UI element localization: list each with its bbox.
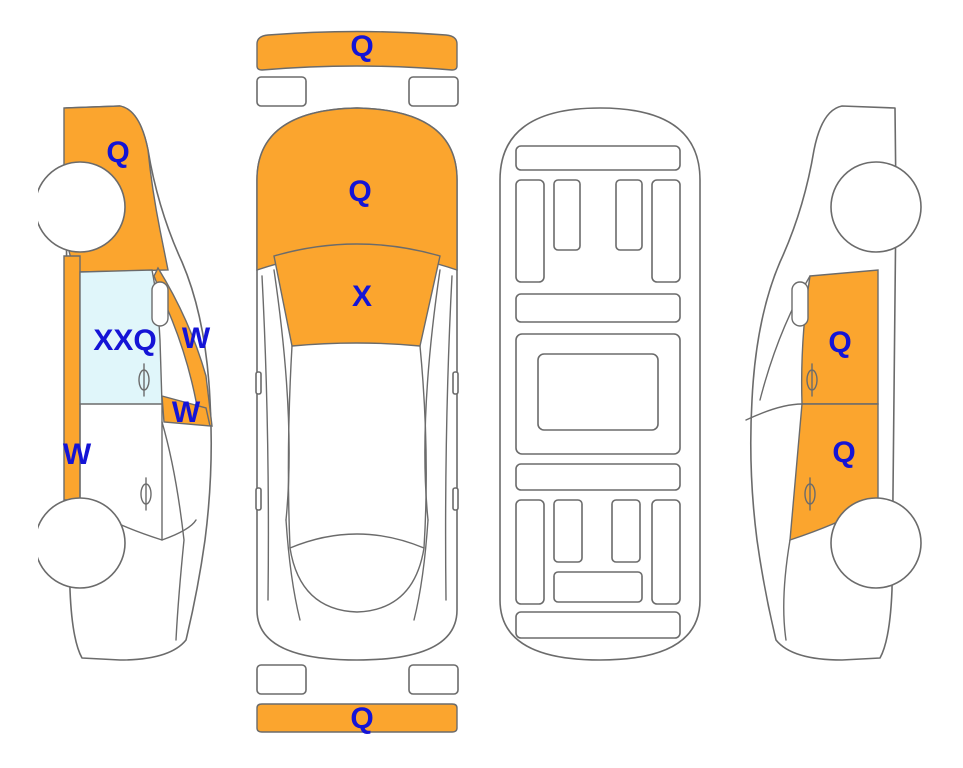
code-left-mirror: W bbox=[172, 396, 201, 429]
top-right-side-line bbox=[444, 275, 453, 601]
code-left-a-pillar: W bbox=[182, 322, 211, 355]
top-right-handle bbox=[452, 487, 459, 511]
right-rear-door-handle bbox=[804, 477, 816, 511]
left-sill-line bbox=[161, 519, 197, 541]
code-left-front-fender: Q bbox=[106, 136, 129, 169]
underbody-cross-member-1 bbox=[515, 293, 681, 323]
code-left-front-door-glass: XXQ bbox=[93, 324, 156, 357]
underbody-rear-left-mount bbox=[553, 499, 583, 563]
top-left-handle bbox=[255, 487, 262, 511]
underbody-rear-bar bbox=[515, 611, 681, 639]
top-left-side-line bbox=[261, 275, 270, 601]
top-rear-window bbox=[289, 547, 425, 613]
right-sill-line bbox=[745, 403, 803, 421]
left-b-line bbox=[161, 421, 185, 641]
right-rear-wheel bbox=[830, 497, 922, 589]
code-hood: Q bbox=[348, 175, 371, 208]
underbody-rear-cross bbox=[553, 571, 643, 603]
right-mirror-housing bbox=[791, 281, 809, 327]
underbody-front-left-mount bbox=[553, 179, 581, 251]
rear-bumper[interactable] bbox=[256, 703, 458, 733]
top-left-rear-curve bbox=[285, 519, 301, 621]
underbody-rear-right-mount bbox=[611, 499, 641, 563]
left-rear-door-handle bbox=[140, 477, 152, 511]
underbody-view bbox=[499, 107, 701, 661]
underbody-rear-left-rail bbox=[515, 499, 545, 605]
left-side-view: Q XXQ W W W bbox=[28, 105, 213, 661]
right-front-wheel bbox=[830, 161, 922, 253]
left-mirror-housing bbox=[151, 281, 169, 327]
underbody-center-pan bbox=[537, 353, 659, 431]
rear-right-light bbox=[408, 664, 459, 695]
left-front-wheel bbox=[34, 161, 126, 253]
left-rear-wheel bbox=[34, 497, 126, 589]
top-right-mirror bbox=[452, 371, 459, 395]
right-front-door-handle bbox=[806, 363, 818, 397]
right-belt-line bbox=[783, 539, 791, 641]
right-side-view: Q Q bbox=[745, 105, 922, 661]
front-bumper[interactable] bbox=[256, 30, 458, 71]
rear-left-light bbox=[256, 664, 307, 695]
code-left-rocker: W bbox=[63, 438, 92, 471]
code-right-front-door: Q bbox=[828, 326, 851, 359]
code-rear-bumper: Q bbox=[350, 702, 373, 735]
underbody-cross-member-2 bbox=[515, 463, 681, 491]
code-right-rear-door: Q bbox=[832, 436, 855, 469]
top-left-mirror bbox=[255, 371, 262, 395]
underbody-front-left-rail bbox=[515, 179, 545, 283]
underbody-rear-right-rail bbox=[651, 499, 681, 605]
top-right-rear-curve bbox=[413, 519, 429, 621]
windshield[interactable] bbox=[273, 243, 441, 347]
top-left-door-curve bbox=[273, 269, 290, 521]
underbody-front-right-rail bbox=[651, 179, 681, 283]
top-view: Q Q X Q bbox=[255, 30, 459, 735]
code-front-bumper: Q bbox=[350, 30, 373, 63]
front-right-light bbox=[408, 76, 459, 107]
front-left-light bbox=[256, 76, 307, 107]
underbody-front-right-mount bbox=[615, 179, 643, 251]
top-right-door-curve bbox=[424, 269, 441, 521]
underbody-front-bar bbox=[515, 145, 681, 171]
code-windshield: X bbox=[352, 280, 372, 313]
left-front-door-handle bbox=[138, 363, 150, 397]
left-mirror[interactable] bbox=[161, 395, 211, 427]
